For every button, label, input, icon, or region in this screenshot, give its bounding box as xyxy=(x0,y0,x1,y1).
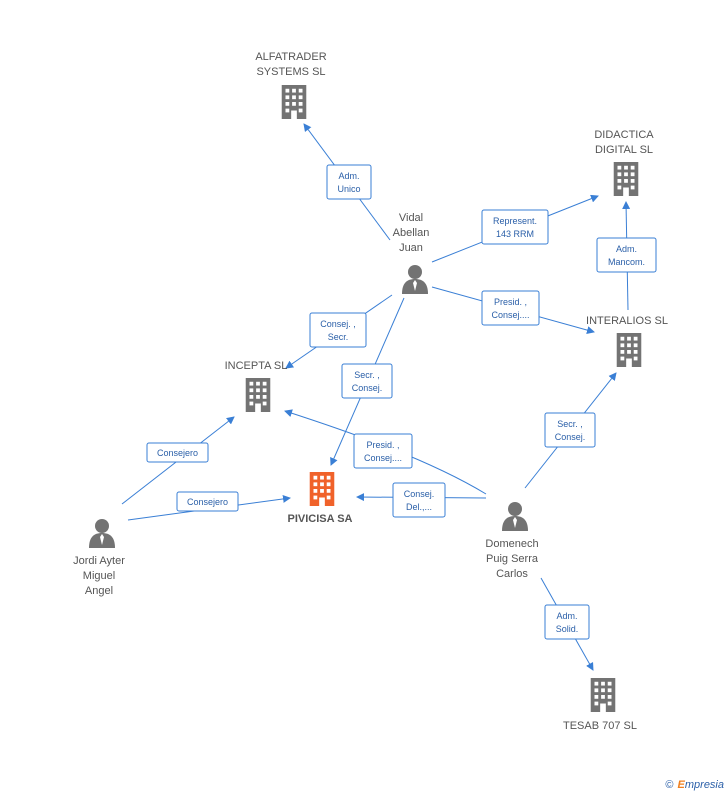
company-node-pivicisa[interactable]: PIVICISA SA xyxy=(288,472,353,525)
relation-text: Consej. , xyxy=(320,319,356,329)
relation-text: Presid. , xyxy=(494,297,527,307)
person-name: Abellan xyxy=(393,227,430,239)
relation-text: Consej. xyxy=(555,432,586,442)
person-icon xyxy=(402,265,428,294)
relation-text: Consejero xyxy=(187,497,228,507)
relation-label[interactable]: Adm. Solid. xyxy=(544,604,590,640)
relation-text: Consej. xyxy=(404,489,435,499)
person-node-vidal[interactable]: Vidal Abellan Juan xyxy=(393,212,430,294)
relation-label[interactable]: Adm. Unico xyxy=(326,164,372,200)
company-name: SYSTEMS SL xyxy=(256,66,325,78)
company-name: TESAB 707 SL xyxy=(563,720,637,732)
person-icon xyxy=(502,502,528,531)
relation-label[interactable]: Consejero xyxy=(146,442,209,463)
relation-label[interactable]: Consejero xyxy=(176,491,239,512)
relation-text: Adm. xyxy=(338,171,359,181)
relation-text: Consej. xyxy=(352,383,383,393)
person-name: Juan xyxy=(399,242,423,254)
relation-text: Secr. , xyxy=(354,370,380,380)
company-name: ALFATRADER xyxy=(255,51,326,63)
company-node-interalios[interactable]: INTERALIOS SL xyxy=(586,315,668,367)
relation-label[interactable]: Consej. Del.,... xyxy=(392,482,446,518)
company-node-incepta[interactable]: INCEPTA SL xyxy=(225,360,288,412)
relation-text: Adm. xyxy=(556,611,577,621)
building-icon xyxy=(613,162,639,196)
building-icon xyxy=(281,85,307,119)
relation-text: 143 RRM xyxy=(496,229,534,239)
person-node-jordi[interactable]: Jordi Ayter Miguel Angel xyxy=(73,519,125,597)
relation-text: Solid. xyxy=(556,624,579,634)
relation-label[interactable]: Represent. 143 RRM xyxy=(481,209,549,245)
relation-text: Mancom. xyxy=(608,257,645,267)
company-name: INTERALIOS SL xyxy=(586,315,668,327)
company-node-alfatrader[interactable]: ALFATRADER SYSTEMS SL xyxy=(255,51,327,119)
company-node-tesab[interactable]: TESAB 707 SL xyxy=(563,678,637,732)
relation-text: Consej.... xyxy=(491,310,529,320)
person-name: Jordi Ayter xyxy=(73,555,125,567)
copyright-symbol: © xyxy=(665,779,674,791)
building-icon xyxy=(309,472,335,506)
relation-label[interactable]: Presid. , Consej.... xyxy=(481,290,540,326)
person-name: Angel xyxy=(85,585,113,597)
person-name: Vidal xyxy=(399,212,423,224)
relation-text: Secr. xyxy=(328,332,349,342)
relation-label[interactable]: Secr. , Consej. xyxy=(544,412,596,448)
relation-text: Del.,... xyxy=(406,502,432,512)
relation-text: Represent. xyxy=(493,216,537,226)
person-name: Carlos xyxy=(496,568,528,580)
company-name: INCEPTA SL xyxy=(225,360,288,372)
nodes: ALFATRADER SYSTEMS SL DIDACTICA DIGITAL … xyxy=(73,51,668,732)
building-icon xyxy=(590,678,616,712)
brand-initial: E xyxy=(677,779,685,791)
company-name: DIDACTICA xyxy=(594,129,654,141)
relation-label[interactable]: Secr. , Consej. xyxy=(341,363,393,399)
brand-name: mpresia xyxy=(684,779,724,791)
relation-text: Adm. xyxy=(616,244,637,254)
person-name: Domenech xyxy=(485,538,538,550)
empresia-watermark: ©Empresia xyxy=(665,779,724,791)
person-node-domenech[interactable]: Domenech Puig Serra Carlos xyxy=(485,502,539,580)
relation-text: Consej.... xyxy=(364,453,402,463)
relation-text: Secr. , xyxy=(557,419,583,429)
person-name: Puig Serra xyxy=(486,553,539,565)
relation-text: Unico xyxy=(337,184,360,194)
building-icon xyxy=(616,333,642,367)
company-name: DIGITAL SL xyxy=(595,144,653,156)
company-name: PIVICISA SA xyxy=(288,513,353,525)
building-icon xyxy=(245,378,271,412)
relation-label[interactable]: Consej. , Secr. xyxy=(309,312,367,348)
relation-label[interactable]: Presid. , Consej.... xyxy=(353,433,413,469)
person-icon xyxy=(89,519,115,548)
relation-text: Consejero xyxy=(157,448,198,458)
relation-label[interactable]: Adm. Mancom. xyxy=(596,237,657,273)
relation-text: Presid. , xyxy=(366,440,399,450)
relation-labels: Adm. Unico Represent. 143 RRM Adm. Manco… xyxy=(146,164,657,640)
person-name: Miguel xyxy=(83,570,115,582)
company-node-didactica[interactable]: DIDACTICA DIGITAL SL xyxy=(594,129,654,196)
